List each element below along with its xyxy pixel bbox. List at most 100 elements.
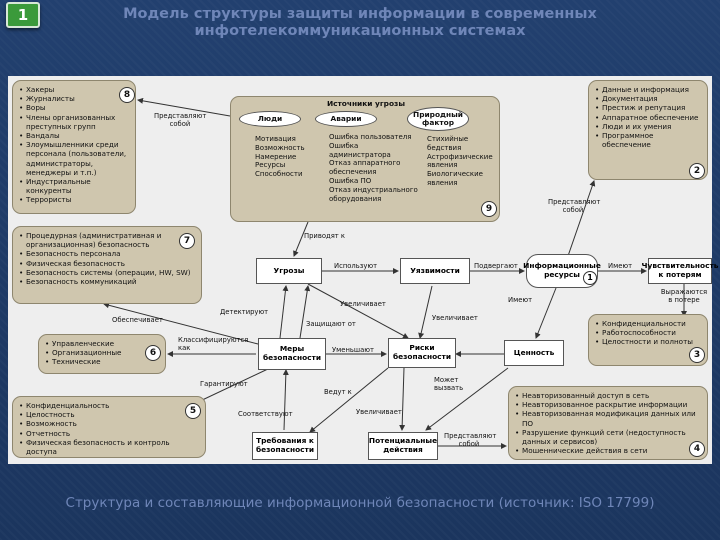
list-item: Целостности и полноты — [595, 337, 701, 346]
list-item: Стихийные бедствия — [427, 135, 469, 152]
info-resources-label: Информационные ресурсы — [523, 261, 601, 279]
list-item: Отказ аппаратного обеспечения — [329, 159, 401, 177]
list-item: Престиж и репутация — [595, 103, 701, 112]
list-item: Документация — [595, 94, 701, 103]
list-item: Целостность — [19, 410, 199, 419]
list-item: Конфиденциальность — [19, 401, 199, 410]
list-item: Индустриальные конкуренты — [19, 177, 129, 195]
list-item: Отказ индустриального оборудования — [329, 185, 418, 203]
list-item: Безопасность коммуникаций — [19, 277, 195, 286]
losses-list: Конфиденциальности Работоспособности Цел… — [595, 319, 701, 347]
title-line-2: инфотелекоммуникационных системах — [194, 23, 526, 39]
label-represent-3: Представляют собой — [444, 432, 497, 448]
label-reduce: Уменьшают — [332, 346, 374, 354]
label-have-1: Имеют — [608, 262, 633, 270]
box-number-5: 5 — [185, 403, 201, 419]
list-item: Организационные — [45, 348, 159, 357]
list-item: Работоспособности — [595, 328, 701, 337]
natural-factors: Стихийные бедствия Астрофизические явлен… — [427, 135, 497, 188]
arrow-vuln-to-risks — [418, 285, 433, 339]
list-item: Воры — [19, 103, 129, 112]
list-item: Люди и их умения — [595, 122, 701, 131]
arrow-threats-to-risks — [307, 283, 409, 339]
node-potential-actions: Потенциальные действия — [368, 432, 438, 460]
arrow-9-to-threats — [293, 221, 309, 257]
list-item: Управленческие — [45, 339, 159, 348]
security-properties-list: Конфиденциальность Целостность Возможнос… — [19, 401, 199, 456]
list-item: Данные и информация — [595, 85, 701, 94]
list-item: Физическая безопасность — [19, 259, 195, 268]
list-item: Ошибка администратора — [329, 141, 391, 159]
threat-agents-list: Хакеры Журналисты Воры Члены организован… — [19, 85, 129, 205]
arrow-measures-protect — [299, 285, 311, 339]
list-item: Журналисты — [19, 94, 129, 103]
node-requirements: Требования к безопасности — [252, 432, 318, 460]
label-may-cause: Может вызвать — [434, 376, 464, 392]
list-item: Программное обеспечение — [595, 131, 701, 149]
security-types-list: Процедурная (административная и организа… — [19, 231, 195, 286]
title-line-1: Модель структуры защиты информации в сов… — [123, 6, 597, 22]
label-increase-2: Увеличивает — [432, 314, 478, 322]
label-correspond: Соответствуют — [238, 410, 293, 418]
diagram-panel: Хакеры Журналисты Воры Члены организован… — [8, 76, 718, 464]
arrow-risks-to-req — [309, 367, 389, 433]
list-item: Мошеннические действия в сети — [515, 446, 701, 455]
slide-caption: Структура и составляющие информационной … — [65, 495, 655, 511]
node-threats: Угрозы — [256, 258, 322, 284]
list-item: Намерение — [255, 152, 297, 161]
box-measure-types: Управленческие Организационные Техническ… — [38, 334, 166, 374]
node-sensitivity: Чувствительность к потерям — [642, 258, 718, 284]
label-detect: Детектируют — [220, 308, 269, 316]
box-number-6: 6 — [145, 345, 161, 361]
list-item: Способности — [255, 170, 303, 179]
node-value: Ценность — [504, 340, 564, 366]
node-security-measures: Меры безопасности — [258, 338, 326, 370]
label-guarantee: Гарантируют — [200, 380, 248, 388]
list-item: Ресурсы — [255, 161, 286, 170]
arrow-measures-to-5 — [197, 367, 271, 403]
label-represent-1: Представляют собой — [154, 112, 207, 128]
oval-accidents: Аварии — [315, 111, 377, 127]
threat-sources-title: Источники угрозы — [326, 99, 406, 108]
connector-layer — [103, 97, 687, 449]
box-assets: Данные и информация Документация Престиж… — [588, 80, 708, 180]
node-security-risks: Риски безопасности — [388, 338, 456, 368]
arrow-risks-to-potential — [399, 367, 406, 431]
box-losses: Конфиденциальности Работоспособности Цел… — [588, 314, 708, 366]
label-expressed: Выражаются в потере — [660, 288, 708, 304]
list-item: Безопасность персонала — [19, 249, 195, 258]
list-item: Мотивация — [255, 135, 296, 143]
list-item: Неавторизованное раскрытие информации — [515, 400, 701, 409]
list-item: Биологические явления — [427, 170, 483, 187]
arrow-req-to-measures — [282, 369, 289, 431]
box-number-4: 4 — [689, 441, 705, 457]
arrow-measures-to-7 — [103, 302, 259, 345]
label-lead-to: Приводят к — [304, 232, 346, 240]
label-use: Используют — [334, 262, 378, 270]
box-number-9: 9 — [481, 201, 497, 217]
label-lead: Ведут к — [324, 388, 352, 396]
measure-types-list: Управленческие Организационные Техническ… — [45, 339, 159, 367]
list-item: Вандалы — [19, 131, 129, 140]
box-number-3: 3 — [689, 347, 705, 363]
arrow-value-to-potential — [425, 367, 509, 431]
node-info-resources: Информационные ресурсы 1 — [523, 254, 601, 288]
box-threat-agents: Хакеры Журналисты Воры Члены организован… — [12, 80, 136, 214]
label-increase-3: Увеличивает — [356, 408, 402, 416]
assets-list: Данные и информация Документация Престиж… — [595, 85, 701, 149]
label-classify: Классифицируются как — [178, 336, 249, 352]
label-have-2: Имеют — [508, 296, 533, 304]
box-number-8: 8 — [119, 87, 135, 103]
list-item: Члены организованных преступных групп — [19, 113, 129, 131]
label-increase-1: Увеличивает — [340, 300, 386, 308]
box-threat-sources: Источники угрозы Люди Аварии Природный ф… — [230, 96, 500, 222]
slide-title: Модель структуры защиты информации в сов… — [60, 6, 660, 40]
potential-actions-list: Неавторизованный доступ в сеть Неавториз… — [515, 391, 701, 456]
list-item: Неавторизованный доступ в сеть — [515, 391, 701, 400]
list-item: Возможность — [255, 143, 305, 152]
box-security-types: Процедурная (административная и организа… — [12, 226, 202, 304]
list-item: Ошибка пользователя — [329, 133, 412, 141]
list-item: Террористы — [19, 195, 129, 204]
arrow-9-to-8 — [137, 97, 231, 117]
list-item: Конфиденциальности — [595, 319, 701, 328]
